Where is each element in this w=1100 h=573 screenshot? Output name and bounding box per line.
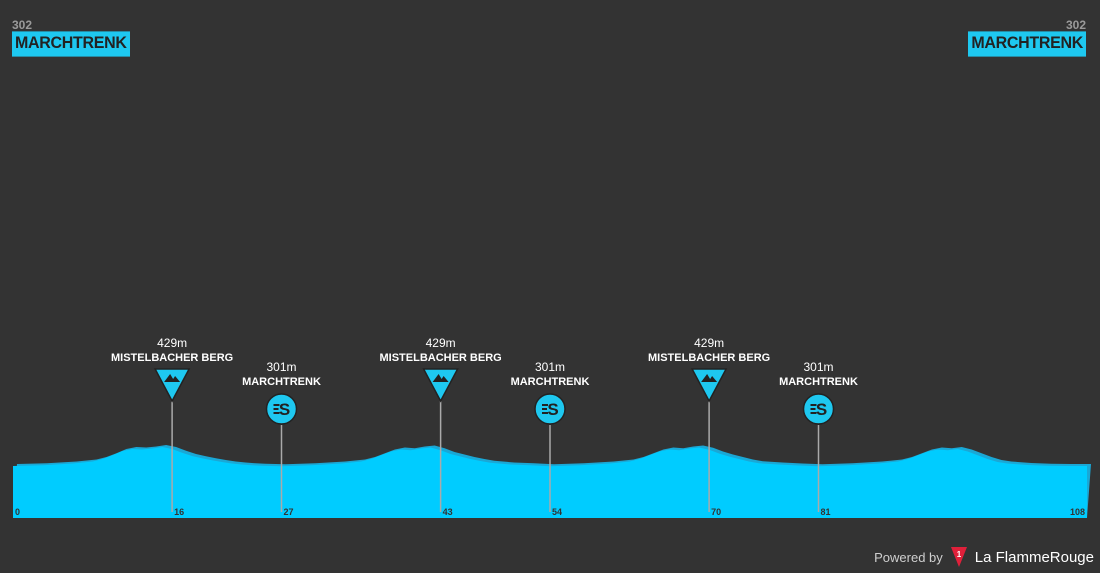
climb-icon: [690, 368, 728, 403]
km-tick-label-43: 43: [443, 507, 453, 517]
sprint-letter-icon: S: [816, 400, 827, 419]
marker-name-5: MARCHTRENK: [779, 376, 858, 388]
svg-text:1: 1: [957, 550, 962, 559]
km-tick-label-70: 70: [711, 507, 721, 517]
footer-credit: Powered by 1 La FlammeRouge: [874, 547, 1094, 567]
mountain-icon: [164, 374, 181, 382]
start-label: 302 MARCHTRENK: [12, 18, 130, 57]
sprint-icon: [265, 393, 298, 425]
climb-icon: [153, 368, 191, 403]
marker-name-1: MARCHTRENK: [242, 376, 321, 388]
speed-lines-icon: [542, 404, 548, 414]
marker-name-0: MISTELBACHER BERG: [111, 352, 233, 364]
finish-label: 302 MARCHTRENK: [968, 18, 1086, 57]
sprint-icon: [802, 393, 835, 425]
km-tick-label-108: 108: [1070, 507, 1085, 517]
finish-town: MARCHTRENK: [968, 31, 1086, 57]
marker-elevation-2: 429m: [426, 336, 456, 350]
start-town: MARCHTRENK: [12, 31, 130, 57]
marker-elevation-0: 429m: [157, 336, 187, 350]
speed-lines-icon: [273, 404, 280, 414]
finish-altitude: 302: [1065, 18, 1086, 32]
marker-name-4: MISTELBACHER BERG: [648, 352, 770, 364]
brand-name: La FlammeRouge: [974, 548, 1094, 566]
marker-name-3: MARCHTRENK: [511, 376, 590, 388]
km-tick-label-16: 16: [174, 507, 184, 517]
mountain-icon: [701, 374, 718, 382]
speed-lines-icon: [810, 404, 817, 414]
marker-elevation-1: 301m: [266, 360, 296, 374]
climb-icon: [422, 368, 459, 403]
km-tick-label-0: 0: [15, 507, 20, 517]
km-tick-label-81: 81: [821, 507, 831, 517]
km-tick-label-54: 54: [552, 507, 562, 517]
marker-elevation-5: 301m: [803, 360, 833, 374]
sprint-letter-icon: S: [279, 400, 290, 419]
marker-name-2: MISTELBACHER BERG: [379, 352, 501, 364]
sprint-letter-icon: S: [547, 400, 558, 419]
sprint-icon: [534, 393, 566, 425]
start-altitude: 302: [12, 18, 33, 32]
flamme-rouge-logo-icon: 1: [950, 547, 967, 567]
marker-elevation-3: 301m: [535, 360, 565, 374]
marker-elevation-4: 429m: [694, 336, 724, 350]
powered-by-text: Powered by: [874, 549, 943, 565]
km-tick-label-27: 27: [284, 507, 294, 517]
mountain-icon: [432, 374, 449, 382]
